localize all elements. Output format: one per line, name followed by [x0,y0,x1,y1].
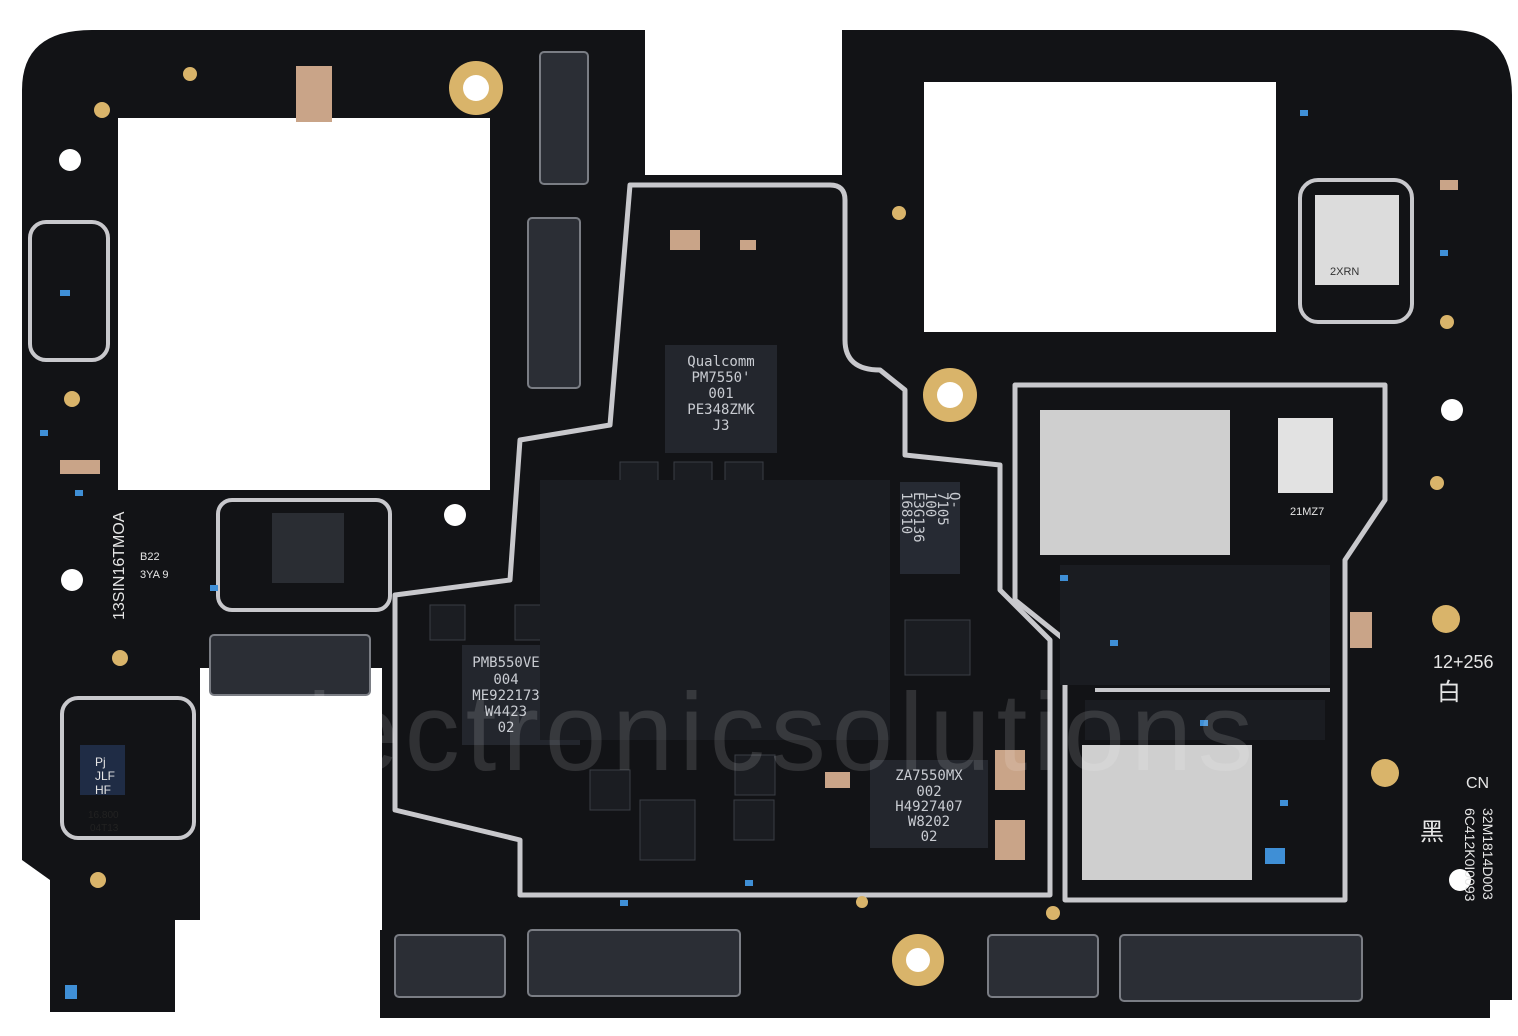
chip-pmic-left-line-4: W4423 [485,704,527,720]
cutout-left-bottom [200,668,382,930]
shield-frame-left-bottom [60,696,196,840]
silk-memory: 12+256 [1433,652,1494,672]
smd-blue-caps [40,110,1448,999]
silk-region: CN [1466,775,1489,792]
chip-pmic-left-line-2: 004 [493,672,518,688]
rf-can-top [1040,410,1230,555]
rf-can-bottom [1082,745,1252,880]
shield-frame-left-mid [216,498,392,612]
silk-mid-chip-5: 16810 [898,492,914,534]
chip-pmic-left-line-3: ME922173 [472,688,539,704]
cutout-right-camera [924,82,1276,332]
chip-pmic-right-line-5: 02 [921,829,938,845]
silk-color-white: 白 [1437,679,1461,706]
chip-crystal-module [80,745,125,795]
smd-beige-caps [60,66,1458,860]
silk-left-small-1: B22 [140,551,160,563]
silk-crystal-2: JLF [95,769,115,783]
chip-pmic-right-line-1: ZA7550MX [895,768,963,784]
shield-frame-right-top [1298,178,1414,324]
chip-pmic-left-line-5: 02 [498,720,515,736]
silk-crystal-1: Pj [95,755,106,769]
chip-pmic-top-line-1: Qualcomm [687,354,754,370]
silk-color-black: 黑 [1420,819,1444,846]
chip-pmic-left-line-1: PMB550VE [472,655,539,671]
shield-frame-central [392,182,1053,898]
chip-pmic-top-line-3: 001 [708,386,733,402]
silk-mid-chip-1: Q- [946,492,962,509]
silk-crystal-3: HF [95,783,111,797]
chip-pmic-top [665,345,777,453]
chip-mid [900,482,960,574]
rf-module-square [1278,418,1333,493]
watermark-text: electronicsolutions [240,671,1259,794]
silk-left-small-2: 3YA 9 [140,569,169,581]
chip-pmic-top-line-5: J3 [713,418,730,434]
module-top-right [1315,195,1399,285]
smd-components [540,480,1330,740]
silk-module-top-right: 2XRN [1330,266,1359,278]
antenna-pads [64,67,1460,920]
chip-left-mid [272,513,344,583]
silk-rf-chip: 21MZ7 [1290,506,1324,518]
silk-mid-chip-3: 100 [922,492,938,517]
silk-crystal-freq-1: 16.800 [88,810,119,821]
silk-mid-chip-2: 7105 [934,492,950,526]
chip-pmic-right-line-4: W8202 [908,814,950,830]
mounting-holes [59,61,1471,986]
chip-pmic-top-line-2: PM7550' [691,370,750,386]
shield-frame-left-top [28,220,110,362]
chip-pmic-top-line-4: PE348ZMK [687,402,755,418]
silk-left-vertical: 13SIN16TMOA [111,511,128,620]
chip-pmic-right-line-3: H4927407 [895,799,962,815]
silk-mid-chip-4: E3G136 [910,492,926,543]
connectors [209,51,1363,1002]
silk-serial-2: 6C412K0I0093 [1462,808,1478,902]
silk-serial-1: 32M1814D003 [1480,808,1496,900]
chip-pmic-right-line-2: 002 [916,784,941,800]
cutout-left-camera [118,118,490,490]
silk-crystal-freq-2: 04T13 [90,823,119,834]
shield-frame-right [1012,382,1388,903]
chip-pmic-right [870,760,988,848]
